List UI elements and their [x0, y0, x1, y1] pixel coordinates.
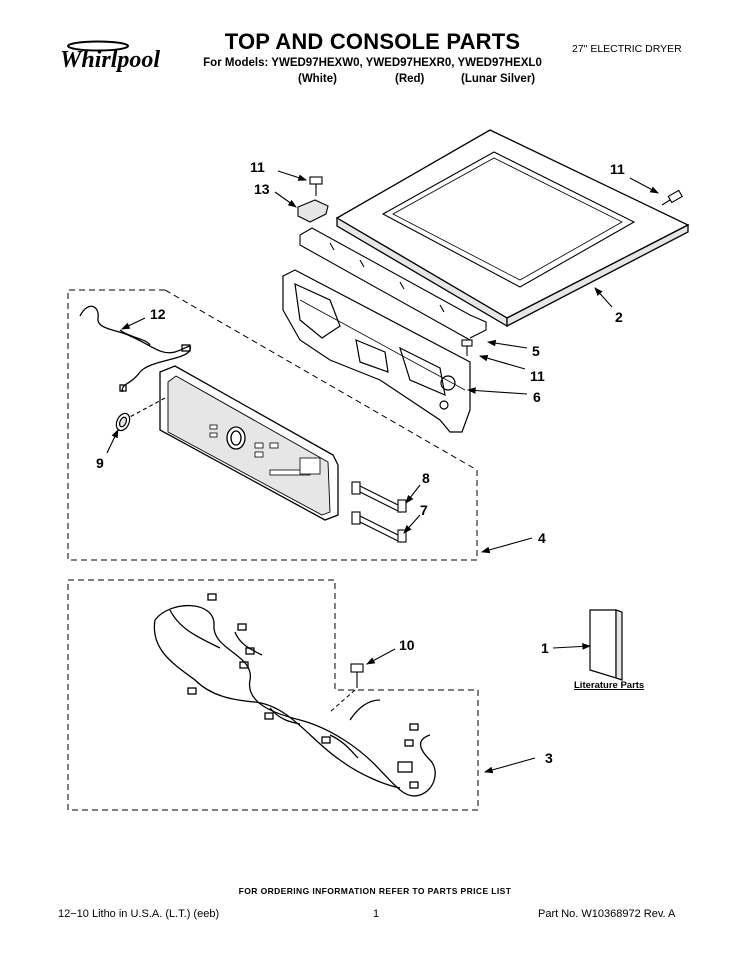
color-red: (Red)	[395, 73, 425, 85]
callout-9: 9	[96, 455, 104, 471]
whirlpool-logo: Whirlpool	[58, 38, 176, 74]
literature-parts-label: Literature Parts	[574, 680, 645, 691]
page-title: TOP AND CONSOLE PARTS	[224, 29, 521, 54]
color-lunar: (Lunar Silver)	[461, 73, 536, 85]
callout-13: 13	[254, 181, 270, 197]
color-white: (White)	[298, 73, 337, 85]
callout-1: 1	[541, 640, 549, 656]
main-harness-part	[153, 593, 436, 797]
callout-10: 10	[399, 637, 415, 653]
callout-11-mid: 11	[530, 368, 545, 384]
callout-6: 6	[533, 389, 541, 405]
clip-part	[297, 199, 329, 223]
callout-4: 4	[538, 530, 546, 546]
rear-bracket-part	[299, 227, 487, 341]
model-list: For Models: YWED97HEXW0, YWED97HEXR0, YW…	[203, 57, 542, 69]
console-frame-part	[282, 269, 471, 433]
callout-7: 7	[420, 502, 428, 518]
callout-5: 5	[532, 343, 540, 359]
literature-part	[589, 609, 623, 681]
top-panel-part	[335, 129, 690, 328]
console-harness-part	[79, 305, 192, 393]
ordering-note: FOR ORDERING INFORMATION REFER TO PARTS …	[238, 886, 512, 896]
logo-text: Whirlpool	[60, 47, 160, 73]
callout-12: 12	[150, 306, 166, 322]
console-group-outline	[67, 289, 478, 561]
callout-3: 3	[545, 750, 553, 766]
document-type: 27" ELECTRIC DRYER	[572, 43, 682, 55]
harness-group-outline	[67, 579, 479, 811]
knob-part	[115, 412, 131, 432]
page-number: 1	[373, 908, 380, 920]
console-panel-part	[159, 365, 339, 521]
callout-8: 8	[422, 470, 430, 486]
harness-screw-part	[350, 663, 364, 688]
callout-11-top: 11	[250, 159, 265, 175]
part-number: Part No. W10368972 Rev. A	[538, 908, 676, 920]
callout-2: 2	[615, 309, 623, 325]
screw-part	[309, 176, 683, 356]
litho-info: 12−10 Litho in U.S.A. (L.T.) (eeb)	[58, 908, 220, 920]
ribbon-cable-part	[351, 481, 407, 543]
callout-11-right: 11	[610, 161, 625, 177]
leader-lines	[106, 170, 659, 774]
